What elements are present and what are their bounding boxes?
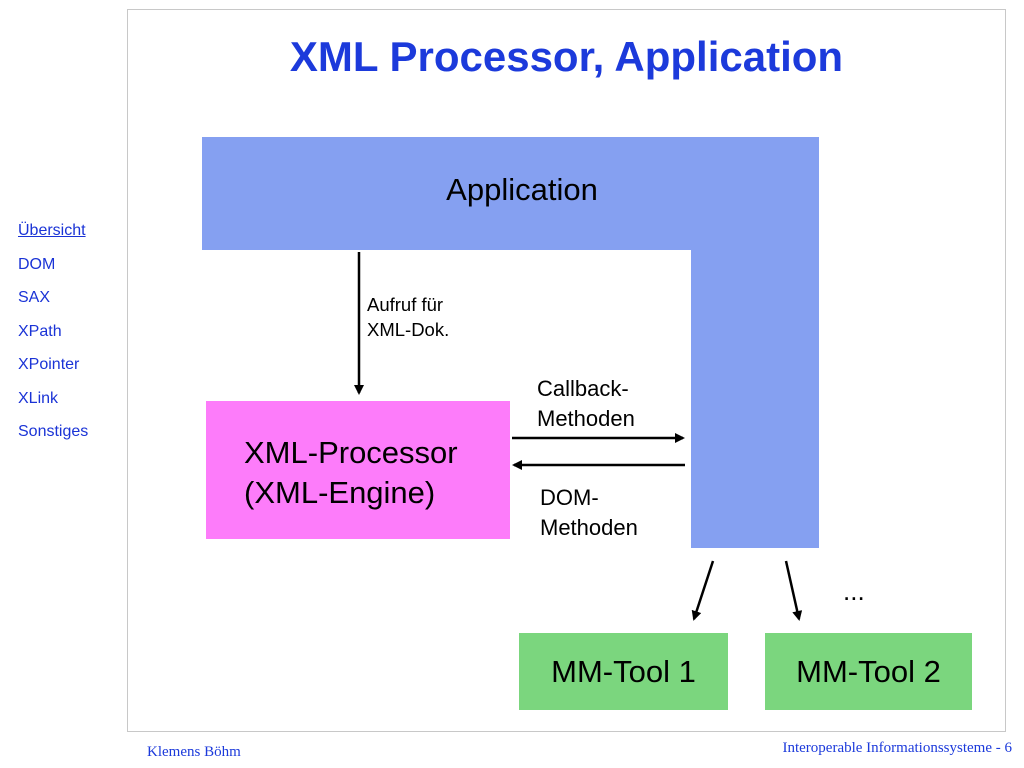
footer-author: Klemens Böhm xyxy=(147,744,241,760)
nav-item-sax[interactable]: SAX xyxy=(18,289,51,306)
mm-tool-1-box: MM-Tool 1 xyxy=(519,633,728,710)
dom-methods-label: DOM- Methoden xyxy=(540,483,638,543)
xml-processor-label-line1: XML-Processor xyxy=(244,435,458,470)
slide-frame xyxy=(127,9,1006,732)
callback-label: Callback- Methoden xyxy=(537,374,635,434)
nav-item-dom[interactable]: DOM xyxy=(18,255,56,273)
call-label-line1: Aufruf für xyxy=(367,294,444,315)
application-label: Application xyxy=(446,172,598,207)
nav-item-uebersicht[interactable]: Übersicht xyxy=(18,222,86,239)
footer-course: Interoperable Informationssysteme - 6 xyxy=(782,740,1012,756)
nav-item-sonstiges[interactable]: Sonstiges xyxy=(18,423,89,440)
dom-methods-label-line1: DOM- xyxy=(540,485,599,510)
tool-1-arrow xyxy=(691,560,715,621)
xml-processor-box xyxy=(206,401,510,539)
call-label: Aufruf für XML-Dok. xyxy=(367,292,449,342)
callback-label-line1: Callback- xyxy=(537,376,629,401)
xml-processor-label: XML-Processor (XML-Engine) xyxy=(244,433,458,513)
nav-item-xpointer[interactable]: XPointer xyxy=(18,356,80,373)
tool-2-arrow xyxy=(784,560,803,621)
mm-tool-2-box: MM-Tool 2 xyxy=(765,633,972,710)
call-label-line2: XML-Dok. xyxy=(367,319,450,340)
nav-item-xpath[interactable]: XPath xyxy=(18,322,62,340)
side-nav: Übersicht DOM SAX XPath XPointer XLink S… xyxy=(18,219,123,454)
ellipsis-label: ... xyxy=(843,576,865,606)
slide-title: XML Processor, Application xyxy=(289,33,844,80)
xml-processor-label-line2: (XML-Engine) xyxy=(244,475,436,510)
application-box-top xyxy=(202,137,819,250)
dom-methods-label-line2: Methoden xyxy=(540,515,638,540)
callback-label-line2: Methoden xyxy=(537,406,635,431)
application-box-column xyxy=(691,250,819,548)
nav-item-xlink[interactable]: XLink xyxy=(18,389,59,407)
